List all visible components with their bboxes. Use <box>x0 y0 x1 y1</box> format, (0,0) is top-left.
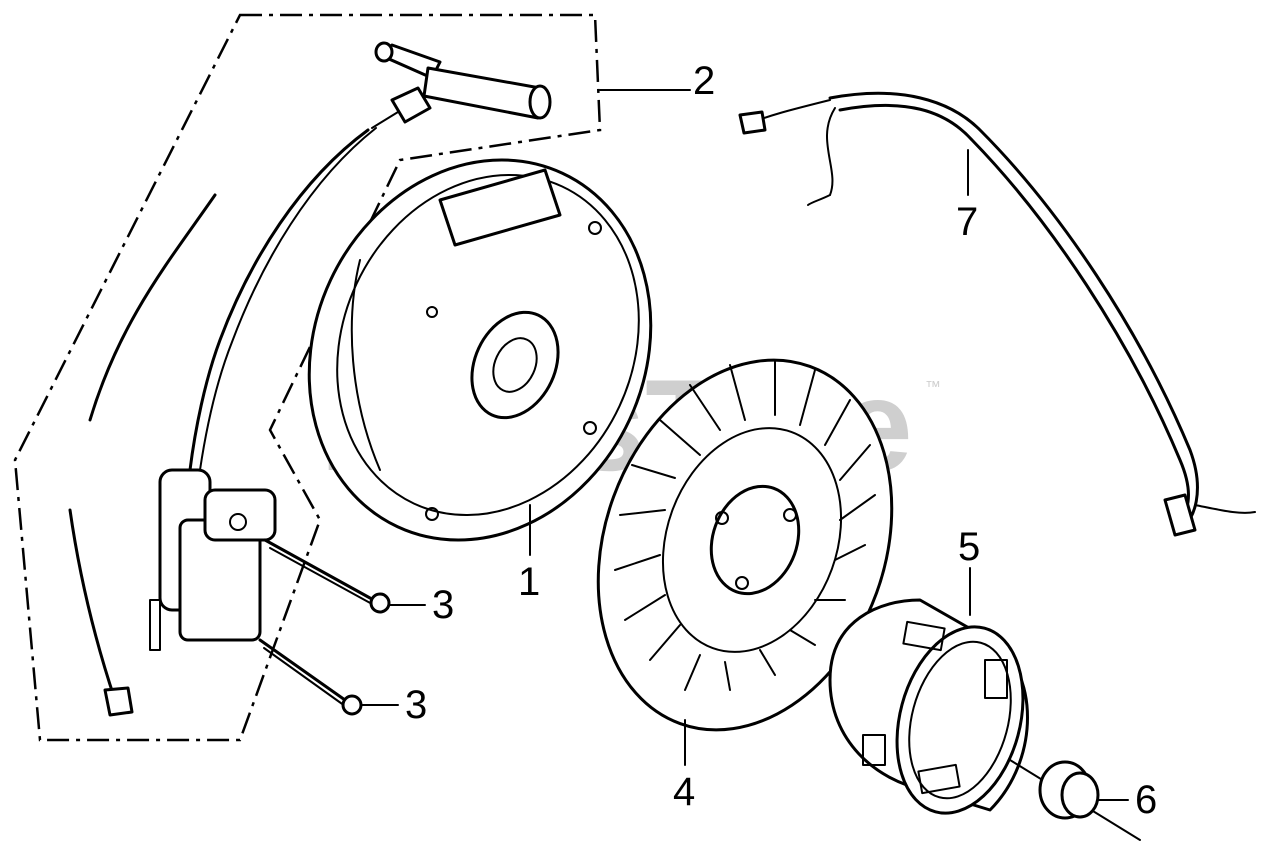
spark-plug-cap <box>371 41 552 129</box>
bolt-upper <box>263 538 391 614</box>
callout-1: 1 <box>518 560 540 604</box>
callout-3-lower: 3 <box>405 683 427 727</box>
coil-group-boundary <box>13 13 602 742</box>
callout-2: 2 <box>693 59 715 103</box>
flywheel <box>596 358 894 732</box>
bolt-lower <box>258 638 363 716</box>
high-tension-lead <box>188 128 370 472</box>
callout-6: 6 <box>1135 778 1157 822</box>
ignition-coil <box>149 468 277 651</box>
wiring-harness <box>738 91 1256 537</box>
starter-pulley <box>828 598 1029 815</box>
callout-7: 7 <box>956 200 978 244</box>
callout-3-upper: 3 <box>432 583 454 627</box>
ground-wire <box>88 193 217 422</box>
flywheel-nut <box>1038 760 1100 820</box>
alternator-stator <box>307 158 653 542</box>
callout-5: 5 <box>958 525 980 569</box>
callout-4: 4 <box>673 770 695 814</box>
watermark-trademark: ™ <box>925 379 941 396</box>
